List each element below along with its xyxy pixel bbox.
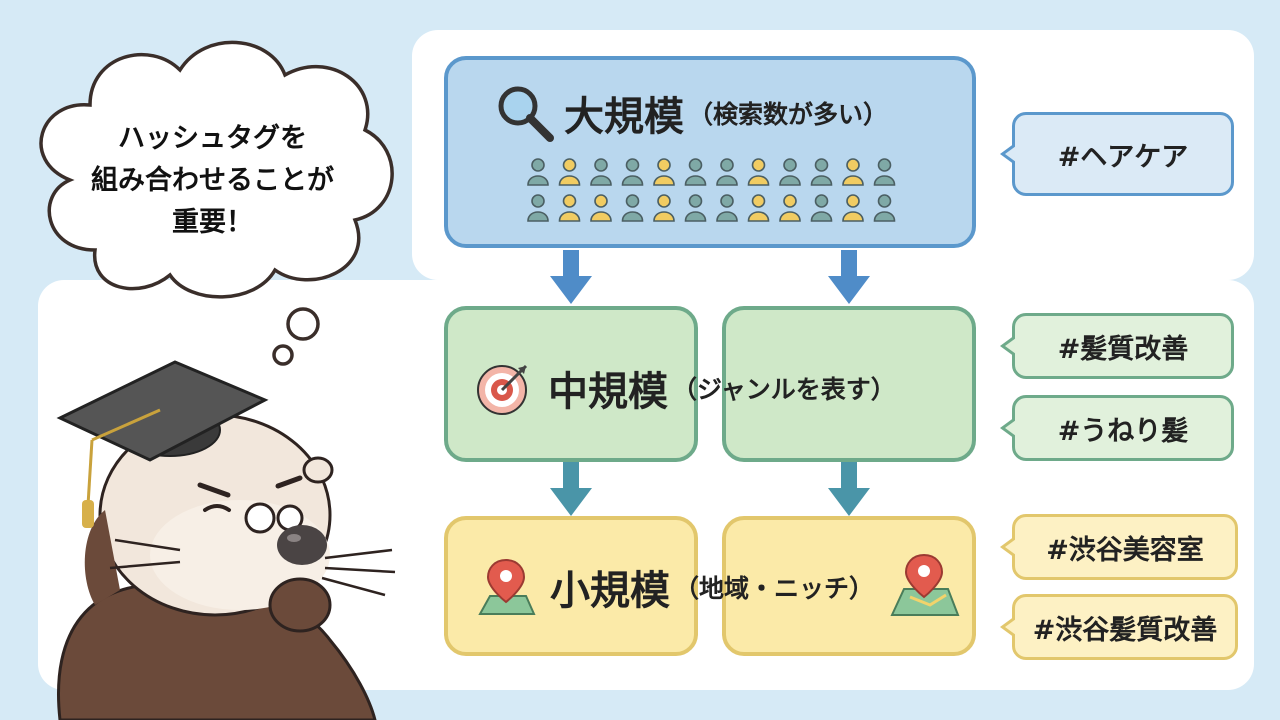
target-icon [477,364,528,415]
person-icon [842,194,864,222]
otter-mascot [56,360,396,720]
people-crowd [527,158,896,222]
tier-box-small-left [444,516,698,656]
tier-large-label: 大規模 [564,94,684,140]
person-icon [842,158,864,186]
tier-small-label: 小規模 [550,568,670,614]
person-icon [621,194,644,222]
tier-title-small: 小規模 （地域・ニッチ） [476,556,874,618]
person-icon [716,194,738,222]
person-icon [873,194,896,222]
tier-title-medium: 中規模 （ジャンルを表す） [474,358,896,418]
person-icon [621,158,644,186]
person-icon [810,194,833,222]
tier-box-medium-right [722,306,976,462]
person-icon [527,194,549,222]
person-icon [558,194,581,222]
person-icon [779,194,801,222]
person-icon [810,158,833,186]
thought-bubble [39,40,394,366]
person-icon [747,194,770,222]
bubble-line: ハッシュタグを [118,123,307,154]
bubble-line: 組み合わせることが [91,165,334,196]
person-icon [716,158,738,186]
hashtag-small-1: #渋谷髪質改善 [1000,594,1238,660]
magnifier-icon [498,86,554,142]
hashtag-large-0: #ヘアケア [1000,112,1234,196]
person-icon [653,158,675,186]
down-arrow [550,462,592,516]
down-arrow [550,250,592,304]
map-pin-icon [890,553,960,616]
person-icon [590,158,612,186]
map-pin-icon [478,558,536,615]
person-icon [653,194,675,222]
person-icon [747,158,770,186]
hashtag-small-0: #渋谷美容室 [1000,514,1238,580]
bubble-line: 重要！ [172,207,253,238]
down-arrow [828,250,870,304]
tier-large-subtitle: （検索数が多い） [688,100,889,129]
person-icon [527,158,549,186]
hashtag-medium-1: #うねり髪 [1000,395,1234,461]
down-arrow [828,462,870,516]
tier-title-large: 大規模 （検索数が多い） [494,82,888,144]
person-icon [590,194,612,222]
person-icon [873,158,896,186]
person-icon [558,158,581,186]
hashtag-medium-0: #髪質改善 [1000,313,1234,379]
tier-medium-label: 中規模 [548,369,668,415]
person-icon [684,194,707,222]
tier-small-subtitle: （地域・ニッチ） [674,574,875,603]
thought-bubble-text: ハッシュタグを 組み合わせることが 重要！ [40,118,385,244]
person-icon [684,158,707,186]
tier-medium-subtitle: （ジャンルを表す） [672,375,896,404]
person-icon [779,158,801,186]
